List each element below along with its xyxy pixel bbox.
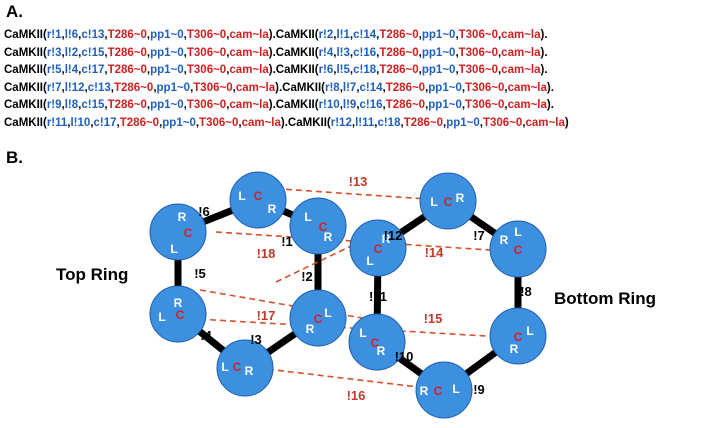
site-r-label: R [268,202,277,216]
site-l-label: L [359,326,366,340]
site-c-label: C [184,226,193,240]
site-c-label: C [233,360,242,374]
bond-label: !10 [395,349,414,364]
subunit-circle [415,361,473,419]
site-c-label: C [319,220,328,234]
cross-bond-label: !13 [349,174,368,189]
site-l-label: L [238,189,245,203]
bond-label: !8 [520,284,532,299]
site-r-label: R [324,230,333,244]
site-c-label: C [374,242,383,256]
cross-bond-label: !16 [347,388,366,403]
subunit-circle [149,285,207,343]
site-c-label: C [254,189,263,203]
camkii-subunit: CLR [349,219,407,277]
bond-label: !7 [473,228,485,243]
site-c-label: C [514,330,523,344]
subunit-circle [149,203,207,261]
rule-list: CaMKII(r!1,l!6,c!13,T286~0,pp1~0,T306~0,… [4,27,716,133]
camkii-subunit: CL R [229,171,287,229]
subunit-circle [489,220,547,278]
site-l-label: L [526,324,533,338]
site-c-label: C [314,312,323,326]
site-c-label: C [434,384,443,398]
site-l-label: L [221,360,228,374]
cross-bond-line [179,317,521,339]
cross-bond-label: !18 [257,246,276,261]
camkii-subunit: CLR [489,220,547,278]
site-l-label: L [452,382,459,396]
subunit-circle [289,197,347,255]
site-l-label: L [170,242,177,256]
subunit-circle [419,172,477,230]
rule-line: CaMKII(r!11,l!10,c!17,T286~0,pp1~0,T306~… [4,116,569,129]
site-l-label: L [158,310,165,324]
cross-bond-label: !14 [425,245,445,260]
subunit-circle [289,289,347,347]
bond-label: !3 [250,332,262,347]
camkii-subunit: CLR [289,197,347,255]
site-r-label: R [178,210,187,224]
subunit-circle [348,313,406,371]
site-l-label: L [304,210,311,224]
bond-label: !6 [198,204,210,219]
camkii-subunit: CL R [149,203,207,261]
rule-line: CaMKII(r!1,l!6,c!13,T286~0,pp1~0,T306~0,… [4,29,548,41]
cross-bond-label: !15 [424,311,443,326]
bond-label: !9 [473,382,485,397]
subunit-circle [216,339,274,397]
panel-b-label: B. [6,148,23,167]
camkii-subunit: CLR [348,313,406,371]
bond-label: !11 [369,289,387,304]
panel-a-label: A. [6,2,23,21]
bottom-ring-label: Bottom Ring [554,289,656,308]
site-c-label: C [176,308,185,322]
site-r-label: R [245,364,254,378]
site-r-label: R [306,322,315,336]
camkii-subunit: CLR [149,285,207,343]
site-r-label: R [500,233,509,247]
top-ring-label: Top Ring [56,265,128,284]
camkii-subunit: CL R [419,172,477,230]
site-r-label: R [382,232,391,246]
subunit-circle [349,219,407,277]
rule-line: CaMKII(r!7,l!12,c!13,T286~0,pp1~0,T306~0… [4,81,554,94]
site-l-label: L [514,225,521,239]
bond-label: !5 [194,266,206,281]
cross-bond-label: !17 [257,308,276,323]
rule-line: CaMKII(r!9,l!8,c!15,T286~0,pp1~0,T306~0,… [4,99,554,112]
site-l-label: L [430,195,437,209]
subunit-circle [489,307,547,365]
site-c-label: C [371,336,380,350]
bond-label: !1 [281,234,293,249]
cross-bond-line [275,235,373,283]
bond-label: !4 [200,328,212,343]
rule-line: CaMKII(r!5,l!4,c!17,T286~0,pp1~0,T306~0,… [4,64,548,77]
site-l-label: L [324,306,331,320]
site-r-label: R [420,384,429,398]
rule-line: CaMKII(r!3,l!2,c!15,T286~0,pp1~0,T306~0,… [4,46,548,59]
site-c-label: C [514,243,523,257]
diagram-labels: Top Ring Bottom Ring !1 !2 !3 !4 !5 !6 !7 !8 !9!… [56,174,656,403]
site-r-label: R [377,344,386,358]
site-l-label: L [366,254,373,268]
bond-label: !12 [384,228,403,243]
camkii-subunit: CL R [216,339,274,397]
subunit-circle [229,171,287,229]
bond-label: !2 [301,269,313,284]
site-r-label: R [510,342,519,356]
site-r-label: R [174,296,183,310]
site-c-label: C [444,195,453,209]
cross-bond-line [265,187,443,201]
site-r-label: R [456,191,465,205]
